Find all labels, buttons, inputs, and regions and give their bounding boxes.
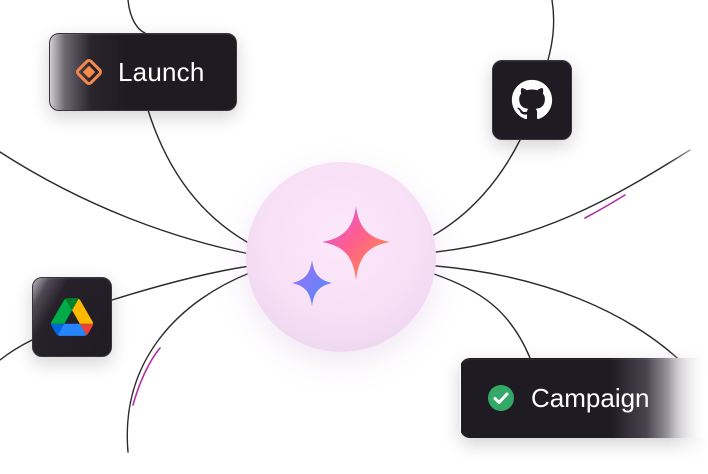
launch-label: Launch [118, 56, 205, 87]
connector-far-right [435, 149, 691, 253]
connector-top-left [127, 0, 146, 34]
connector-drive [111, 265, 251, 301]
check-circle-icon [487, 384, 515, 412]
launch-diamond-icon [74, 57, 104, 87]
campaign-label: Campaign [531, 382, 650, 413]
connector-far-bottom-left [0, 339, 33, 361]
github-icon [511, 79, 553, 121]
connector-bottom-left [126, 271, 253, 453]
accent-line-left [132, 347, 161, 406]
google-drive-node[interactable] [32, 277, 112, 357]
launch-node[interactable]: Launch [49, 33, 237, 111]
accent-line-right [584, 194, 626, 219]
connector-github [431, 139, 521, 237]
sparkle-icon [292, 206, 390, 306]
connector-campaign [433, 273, 531, 359]
github-node[interactable] [492, 60, 572, 140]
ai-hub[interactable] [246, 162, 436, 352]
connector-launch [147, 109, 263, 251]
connector-far-right-bottom [435, 265, 691, 371]
google-drive-icon [51, 298, 93, 336]
connector-github-top [547, 0, 555, 61]
campaign-node[interactable]: Campaign [460, 358, 708, 438]
connector-far-left [0, 151, 251, 255]
